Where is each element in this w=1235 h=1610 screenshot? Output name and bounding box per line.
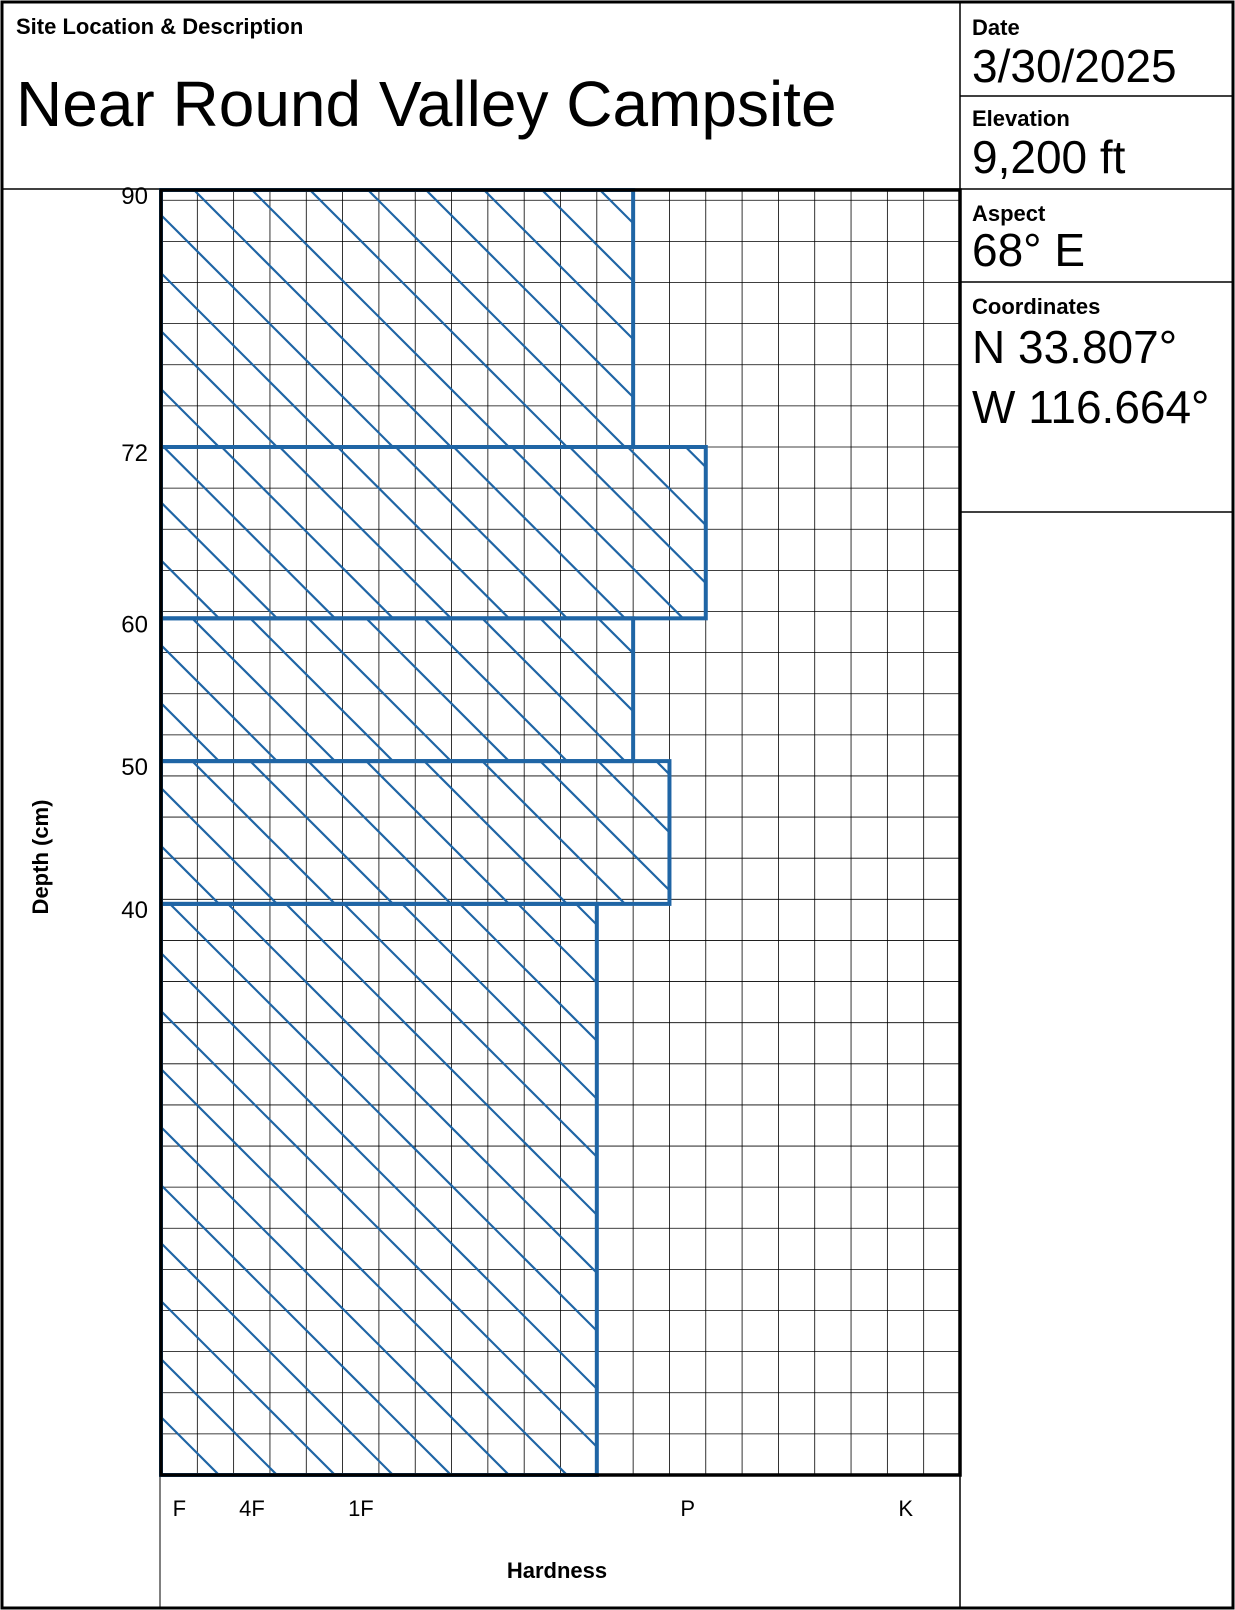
layer-hatching [161, 447, 706, 619]
depth-tick-labels: 90 72 60 50 40 [121, 183, 148, 924]
y-tick-label: 40 [121, 897, 148, 924]
hardness-layer [159, 759, 672, 906]
y-axis-label: Depth (cm) [28, 800, 53, 915]
date-value: 3/30/2025 [972, 40, 1177, 92]
layer-hatching [161, 903, 597, 1475]
y-tick-label: 90 [121, 183, 148, 210]
site-label: Site Location & Description [16, 14, 304, 39]
coordinates-latitude: N 33.807° [972, 321, 1178, 373]
hardness-layer [159, 901, 599, 1477]
y-tick-label: 60 [121, 611, 148, 638]
aspect-label: Aspect [972, 201, 1046, 226]
x-tick-label: F [173, 1496, 186, 1521]
y-tick-label: 72 [121, 440, 148, 467]
layer-outline [159, 445, 708, 621]
x-tick-label: 1F [348, 1496, 374, 1521]
layer-hatching [161, 618, 634, 762]
layer-hatching [161, 761, 670, 904]
x-axis-label: Hardness [507, 1558, 607, 1583]
coordinates-longitude: W 116.664° [972, 381, 1210, 433]
y-tick-label: 50 [121, 754, 148, 781]
elevation-label: Elevation [972, 106, 1070, 131]
site-name: Near Round Valley Campsite [16, 68, 837, 140]
elevation-value: 9,200 ft [972, 131, 1126, 183]
aspect-value: 68° E [972, 224, 1086, 276]
hardness-layer [159, 188, 636, 449]
hardness-layer [159, 616, 636, 764]
date-label: Date [972, 15, 1020, 40]
coordinates-label: Coordinates [972, 294, 1101, 319]
hardness-layer [159, 445, 708, 621]
hardness-tick-labels: F 4F 1F P K [173, 1496, 914, 1521]
x-tick-label: P [680, 1496, 695, 1521]
x-tick-label: K [898, 1496, 913, 1521]
x-tick-label: 4F [239, 1496, 265, 1521]
layer-hatching [161, 190, 634, 447]
plot-frame [159, 188, 962, 1477]
